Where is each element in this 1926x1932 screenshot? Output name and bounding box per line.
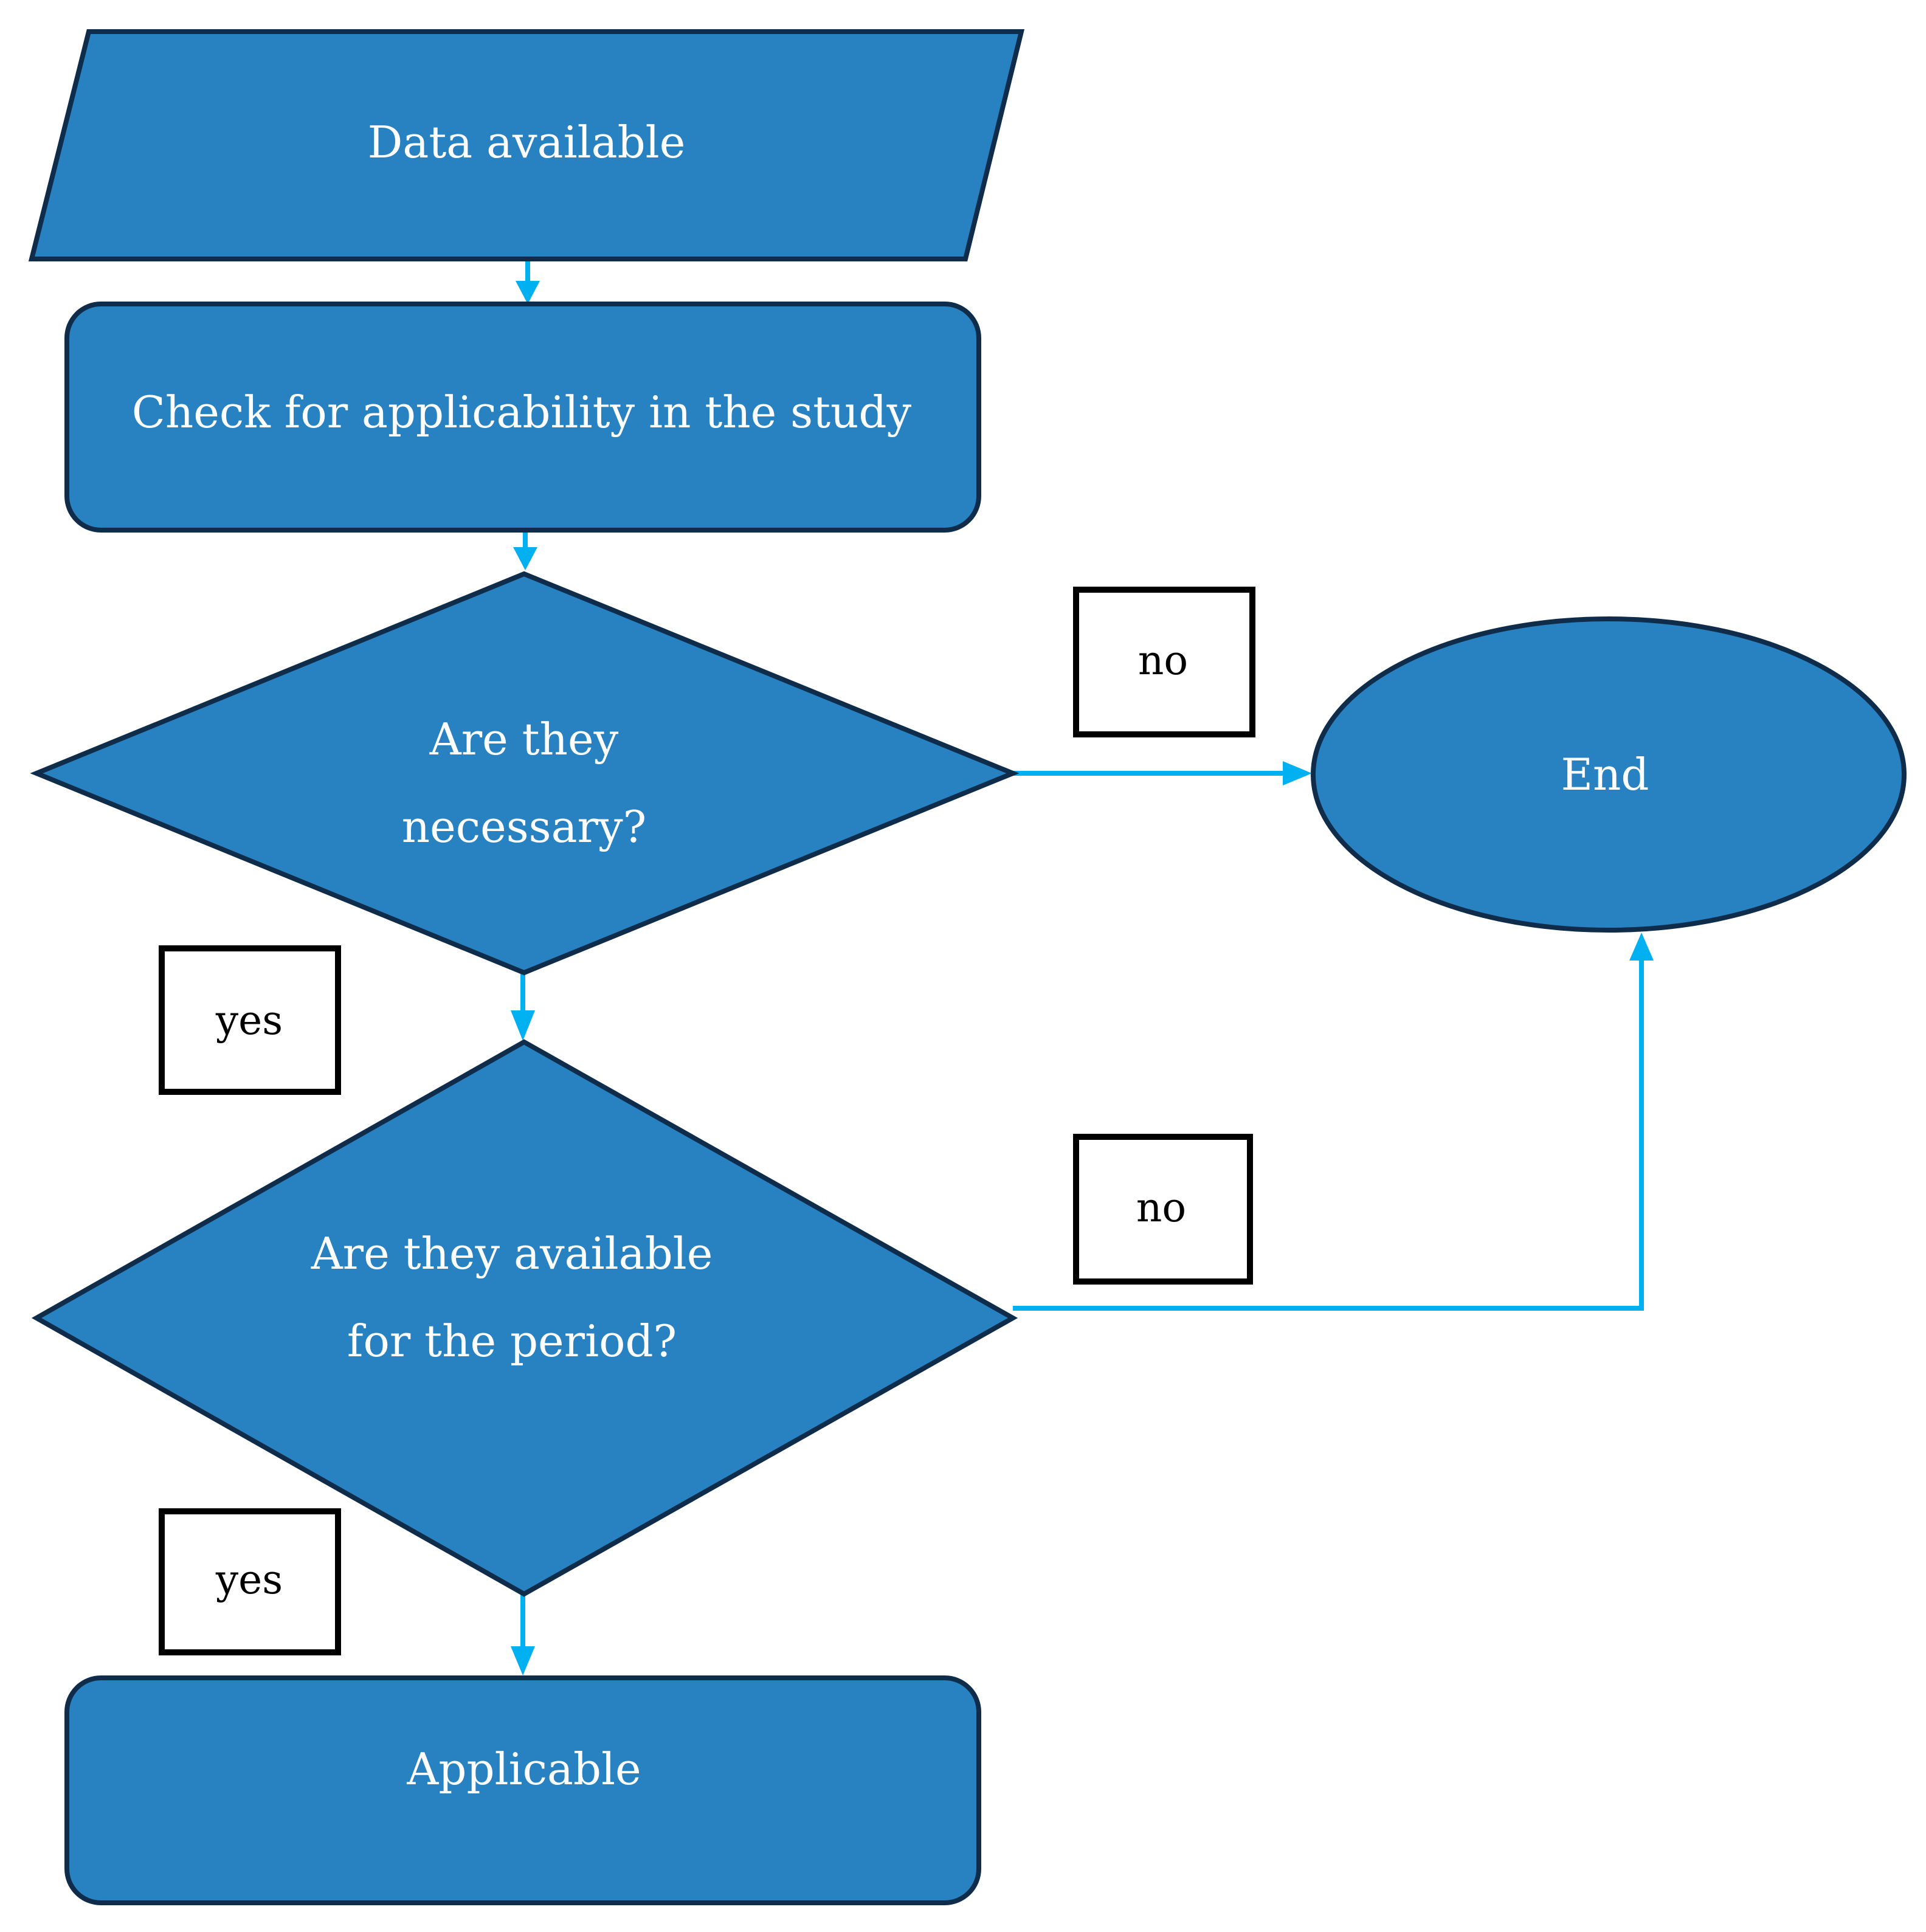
label-box [159, 945, 341, 1095]
arrowhead-period-no-to-end [1629, 933, 1654, 961]
node-label-period-line2: for the period? [347, 1316, 677, 1367]
label-box [1073, 587, 1255, 737]
rounded-rect-shape [64, 1675, 981, 1905]
arrowhead-necessary-yes-to-period [511, 1010, 535, 1041]
node-label-data-available: Data available [368, 117, 686, 168]
parallelogram-shape [28, 29, 1025, 261]
diamond-shape [30, 571, 1020, 976]
node-label-end: End [1561, 749, 1649, 800]
arrowhead-period-yes-to-applicable [511, 1646, 535, 1675]
connector-period-no-to-end [1013, 957, 1644, 1311]
node-end: End [1311, 616, 1907, 933]
arrowhead-check-to-necessary [513, 547, 537, 570]
ellipse-shape [1311, 616, 1907, 933]
node-label-period-line1: Are they available [311, 1228, 713, 1279]
label-text-no: no [1138, 637, 1188, 684]
node-label-necessary-line2: necessary? [402, 801, 646, 852]
arrowhead-data-to-check [516, 281, 540, 304]
node-data-available: Data available [28, 29, 1025, 261]
edge-label-necessary-no: no [1073, 587, 1255, 737]
rounded-rect-shape [64, 302, 981, 533]
label-text-no: no [1136, 1184, 1186, 1231]
edge-label-period-yes: yes [159, 1508, 341, 1655]
label-box [159, 1508, 341, 1655]
label-text-yes: yes [215, 1556, 283, 1603]
node-label-necessary-line1: Are they [429, 714, 619, 765]
label-text-yes: yes [215, 997, 283, 1044]
node-decision-period: Are they available for the period? [31, 1039, 1018, 1597]
arrowhead-necessary-no-to-end [1283, 761, 1312, 785]
node-applicable: Applicable [64, 1675, 981, 1905]
edge-label-period-no: no [1073, 1134, 1253, 1285]
edge-label-necessary-yes: yes [159, 945, 341, 1095]
node-label-check-applicability: Check for applicability in the study [132, 387, 912, 438]
connectors [511, 260, 1654, 1675]
label-box [1073, 1134, 1253, 1285]
node-decision-necessary: Are they necessary? [30, 571, 1020, 976]
diamond-shape [31, 1039, 1018, 1597]
node-check-applicability: Check for applicability in the study [64, 302, 981, 533]
node-label-applicable: Applicable [406, 1744, 641, 1795]
